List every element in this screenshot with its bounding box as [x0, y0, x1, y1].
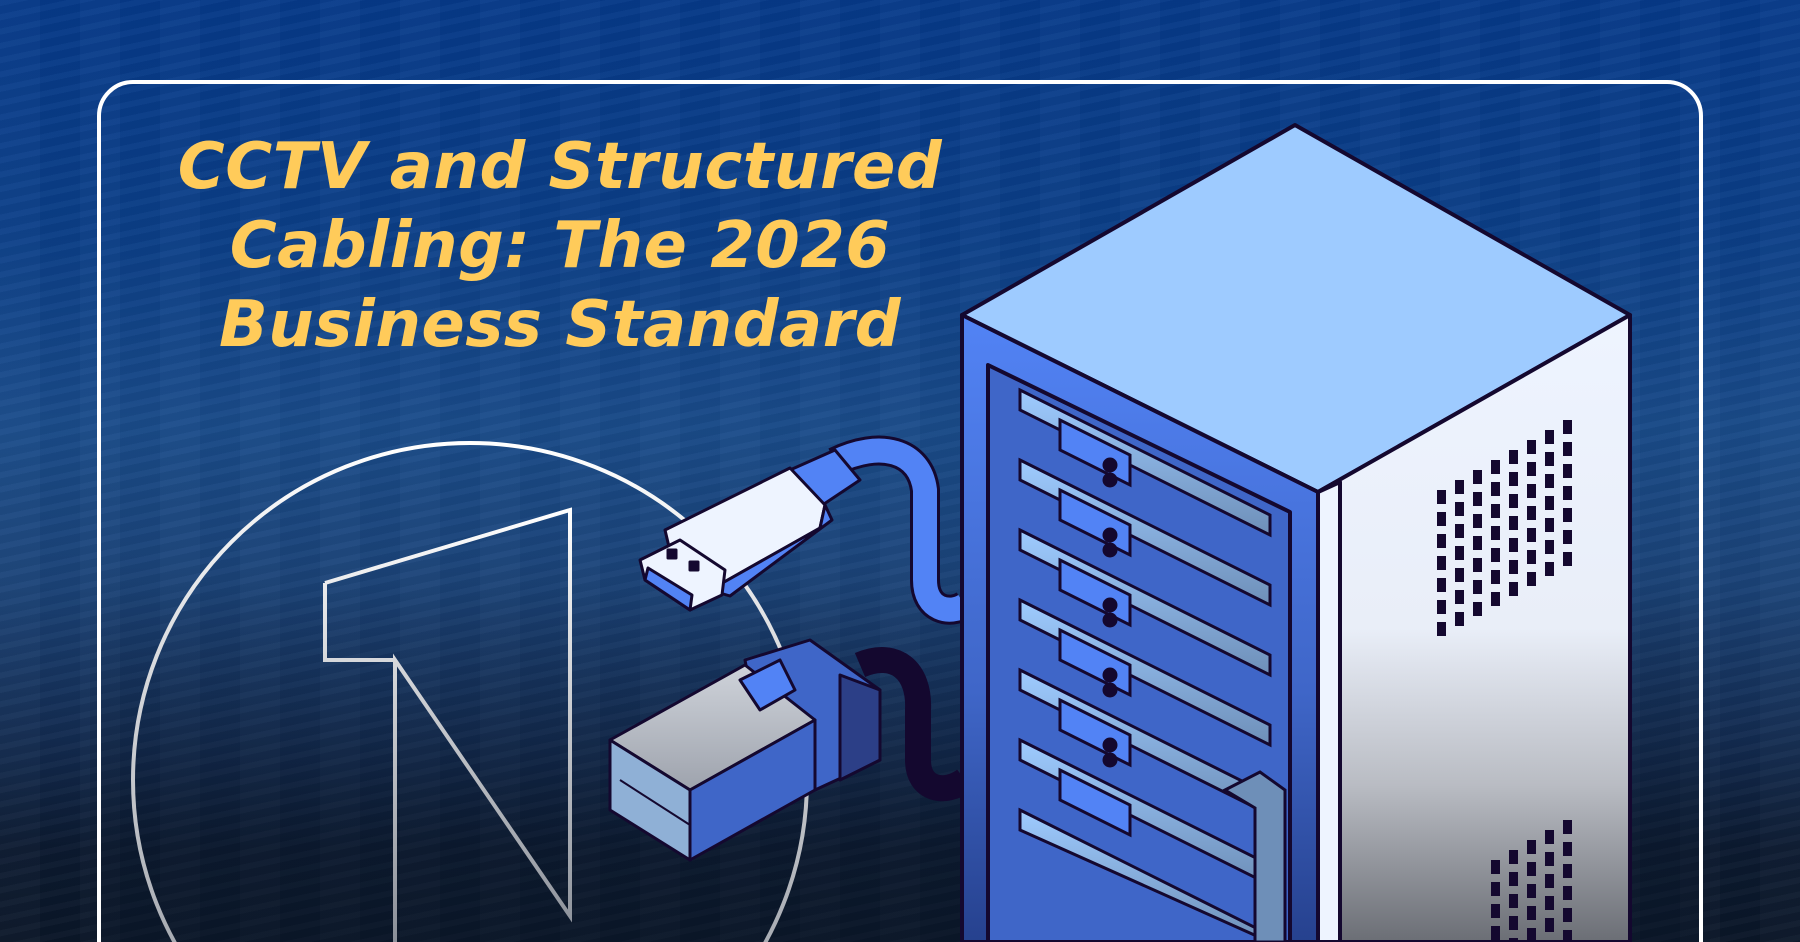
hdmi-cable-icon [638, 435, 974, 625]
headline-line-1: CCTV and Structured [177, 130, 943, 204]
headline-line-2: Cabling: The 2026 [229, 209, 891, 283]
headline-line-3: Business Standard [218, 288, 902, 362]
headline: CCTV and Structured Cabling: The 2026 Bu… [130, 128, 990, 365]
vent-grille-icon [1437, 420, 1572, 942]
server-units [1018, 387, 1287, 942]
rj45-cable-icon [608, 638, 973, 862]
rounded-frame [97, 80, 1703, 942]
